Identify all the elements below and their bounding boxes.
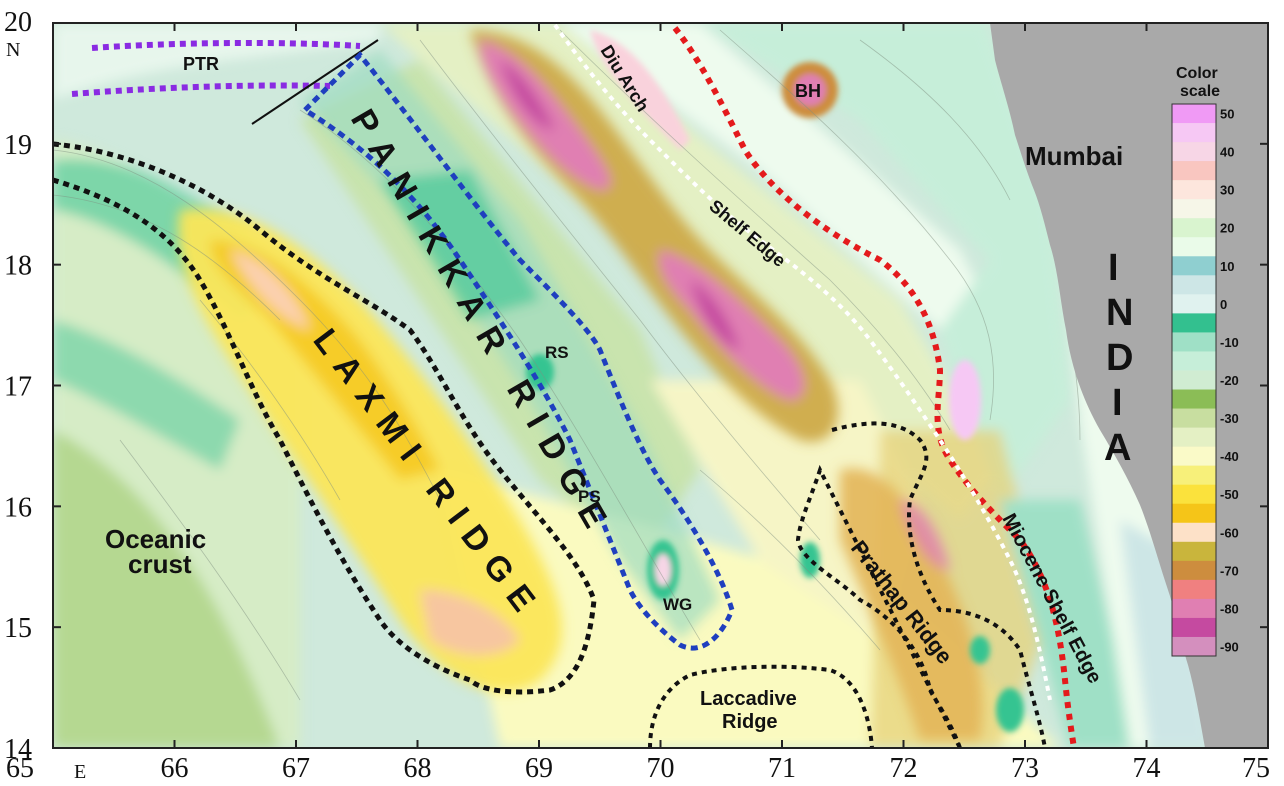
legend-swatch <box>1172 237 1216 257</box>
legend-swatch <box>1172 465 1216 485</box>
legend-label: -80 <box>1220 601 1239 616</box>
x-tick-label: 65 <box>6 753 34 784</box>
y-tick-label: 19 <box>4 130 32 161</box>
legend-label: -40 <box>1220 449 1239 464</box>
y-tick-label: 16 <box>4 492 32 523</box>
legend-swatch <box>1172 104 1216 124</box>
fracture-line <box>251 39 379 125</box>
label-oceanic: Oceanic <box>105 524 206 554</box>
legend-swatch <box>1172 370 1216 390</box>
label-ptr: PTR <box>183 54 219 74</box>
label-ridge: Ridge <box>722 711 778 733</box>
y-tick-label: 14 <box>4 734 32 765</box>
india-letter: D <box>1106 337 1133 379</box>
x-tick-label: 74 <box>1133 753 1161 784</box>
legend-swatch <box>1172 617 1216 638</box>
color-scale-legend: Color scale 50 40 30 20 10 0 -10 -20 -30 -40 -50 -6… <box>1171 65 1239 657</box>
legend-label: 0 <box>1220 297 1227 312</box>
legend-swatch <box>1172 484 1216 505</box>
legend-swatch <box>1172 294 1216 314</box>
india-letter: I <box>1108 247 1119 289</box>
legend-label: 30 <box>1220 183 1234 198</box>
legend-swatch <box>1172 256 1216 276</box>
x-tick-label: 67 <box>282 753 310 784</box>
label-india: I N D I A <box>1104 247 1133 469</box>
legend-swatch <box>1172 503 1216 524</box>
legend-title: Color <box>1176 65 1218 82</box>
x-axis: 65 66 67 68 69 70 71 72 73 74 75 <box>6 23 1270 784</box>
india-letter: N <box>1106 292 1133 334</box>
legend-swatch <box>1172 332 1216 352</box>
y-tick-label: 18 <box>4 251 32 282</box>
laxmi-ridge-outline <box>52 141 597 695</box>
legend-swatch <box>1172 598 1216 619</box>
legend-label: -30 <box>1220 411 1239 426</box>
y-tick-label: 15 <box>4 613 32 644</box>
legend-swatch <box>1172 313 1216 333</box>
india-letter: I <box>1112 382 1123 424</box>
legend-border <box>1171 103 1217 657</box>
legend-label: -50 <box>1220 487 1239 502</box>
x-tick-label: 72 <box>890 753 918 784</box>
legend-swatch <box>1172 408 1216 428</box>
x-tick-label: 69 <box>525 753 553 784</box>
legend-swatch <box>1172 389 1216 409</box>
legend-label: -60 <box>1220 525 1239 540</box>
y-tick-label: 17 <box>4 372 32 403</box>
x-tick-label: 75 <box>1242 753 1270 784</box>
legend-label: -90 <box>1220 639 1239 654</box>
prathap-ridge-outline <box>795 421 1047 749</box>
legend-label: -20 <box>1220 373 1239 388</box>
y-axis: 14 15 16 17 18 19 20 <box>4 7 1268 765</box>
label-ps: PS <box>578 487 601 506</box>
x-axis-unit: E <box>74 761 86 783</box>
legend-swatch <box>1172 560 1216 581</box>
legend-swatch <box>1172 522 1216 543</box>
ptr-outline <box>71 39 361 97</box>
x-tick-label: 73 <box>1011 753 1039 784</box>
legend-label: 40 <box>1220 145 1234 160</box>
india-letter: A <box>1104 427 1131 469</box>
legend-label: -70 <box>1220 563 1239 578</box>
miocene-shelf-edge-line <box>672 26 1077 749</box>
legend-label: -10 <box>1220 335 1239 350</box>
x-tick-label: 71 <box>768 753 796 784</box>
label-wg: WG <box>663 595 692 614</box>
legend-label: 10 <box>1220 259 1234 274</box>
legend-swatch <box>1172 161 1216 181</box>
x-tick-label: 66 <box>161 753 189 784</box>
legend-swatch <box>1172 579 1216 600</box>
legend-swatch <box>1172 541 1216 562</box>
legend-swatch <box>1172 446 1216 466</box>
label-rs: RS <box>545 343 569 362</box>
legend-label: 50 <box>1220 107 1234 122</box>
legend-swatch <box>1172 351 1216 371</box>
label-laccadive: Laccadive <box>700 688 797 710</box>
x-tick-label: 68 <box>404 753 432 784</box>
label-mumbai: Mumbai <box>1025 141 1123 171</box>
laccadive-ridge-outline <box>648 664 874 749</box>
legend-swatch <box>1172 123 1216 143</box>
legend-title: scale <box>1180 83 1220 100</box>
legend-label: 20 <box>1220 221 1234 236</box>
legend-swatch <box>1172 180 1216 200</box>
label-crust: crust <box>128 549 192 579</box>
legend-swatch <box>1172 636 1216 657</box>
legend-swatch <box>1172 142 1216 162</box>
legend-swatch <box>1172 199 1216 219</box>
legend-swatch <box>1172 218 1216 238</box>
y-axis-unit: N <box>6 39 20 61</box>
x-tick-label: 70 <box>647 753 675 784</box>
y-tick-label: 20 <box>4 7 32 38</box>
legend-swatch <box>1172 427 1216 447</box>
legend-swatch <box>1172 275 1216 295</box>
label-bh: BH <box>795 81 821 101</box>
